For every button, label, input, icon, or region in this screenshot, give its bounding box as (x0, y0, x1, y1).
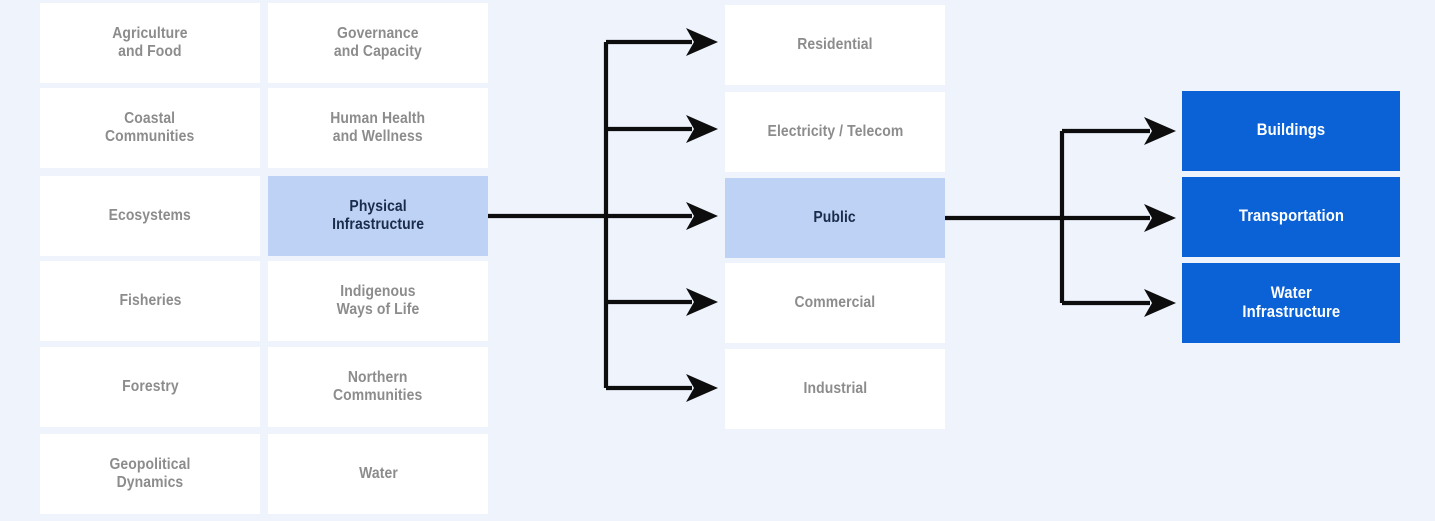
output-card-transportation[interactable]: Transportation (1182, 177, 1400, 257)
sector-card-forestry[interactable]: Forestry (40, 347, 260, 427)
sector-label: Fisheries (118, 291, 182, 309)
arrowhead-electricity-telecom-icon (686, 115, 718, 143)
sector-label: Water (358, 464, 398, 482)
category-card-commercial[interactable]: Commercial (725, 263, 945, 343)
arrowhead-public-icon (686, 202, 718, 230)
output-label: Buildings (1256, 121, 1326, 140)
arrowhead-buildings-icon (1144, 117, 1176, 145)
arrowhead-transportation-icon (1144, 204, 1176, 232)
output-label: Transportation (1238, 207, 1344, 226)
sector-card-ecosystems[interactable]: Ecosystems (40, 176, 260, 256)
arrowhead-commercial-icon (686, 288, 718, 316)
category-card-industrial[interactable]: Industrial (725, 349, 945, 429)
sector-card-water[interactable]: Water (268, 434, 488, 514)
category-card-electricity-telecom[interactable]: Electricity / Telecom (725, 92, 945, 172)
sector-label: Ecosystems (108, 206, 192, 224)
category-label: Industrial (803, 379, 867, 397)
sector-card-fisheries[interactable]: Fisheries (40, 261, 260, 341)
output-card-buildings[interactable]: Buildings (1182, 91, 1400, 171)
category-label: Commercial (794, 293, 876, 311)
arrowhead-water-infrastructure-icon (1144, 289, 1176, 317)
category-card-public[interactable]: Public (725, 178, 945, 258)
category-label: Residential (797, 35, 873, 53)
category-label: Public (813, 208, 857, 226)
arrowhead-residential-icon (686, 28, 718, 56)
arrowhead-industrial-icon (686, 374, 718, 402)
category-label: Electricity / Telecom (767, 122, 903, 140)
sector-label: Forestry (121, 377, 179, 395)
category-card-residential[interactable]: Residential (725, 5, 945, 85)
